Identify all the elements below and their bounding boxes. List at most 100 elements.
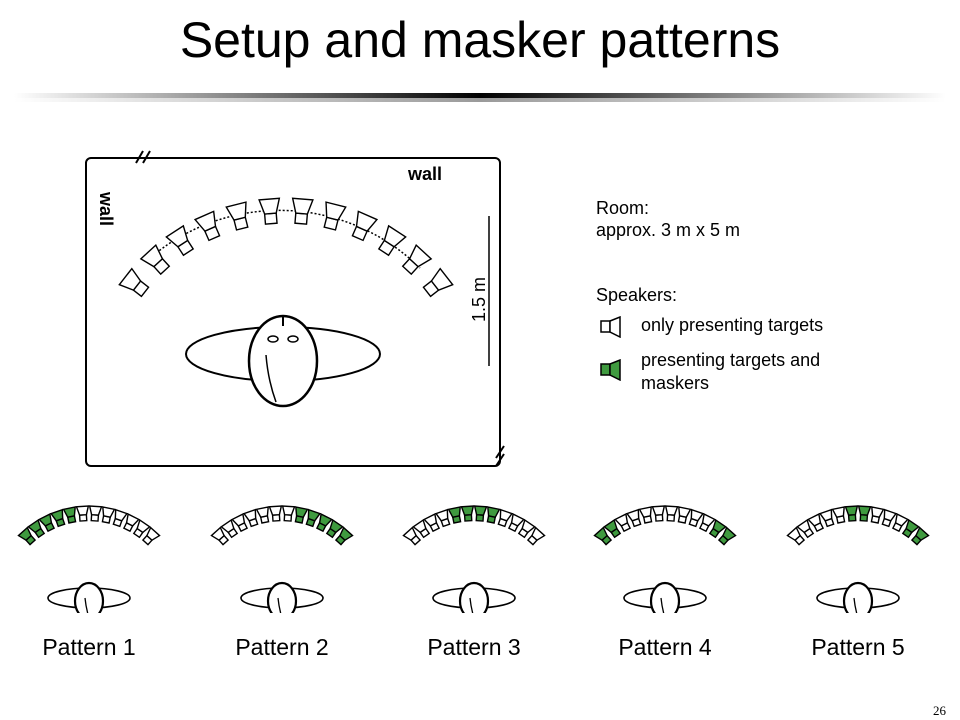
speaker-icon	[291, 197, 314, 225]
speaker-icon	[225, 201, 249, 231]
speaker-icon	[910, 526, 930, 546]
legend-targets-maskers-line1: presenting targets and	[641, 350, 821, 370]
speaker-icon	[193, 210, 221, 242]
speaker-icon	[473, 505, 488, 522]
speaker-icon	[423, 513, 441, 533]
speaker-icon	[62, 506, 77, 524]
speaker-icon	[141, 526, 161, 546]
speaker-icon	[460, 505, 475, 522]
speaker-icon	[88, 505, 103, 522]
speaker-icon	[807, 513, 825, 533]
speaker-icon	[651, 505, 666, 522]
speaker-icon	[497, 508, 514, 528]
speaker-icon	[27, 518, 46, 539]
speaker-icon	[614, 513, 632, 533]
speaker-icon	[75, 505, 90, 522]
speaker-icon	[891, 513, 909, 533]
speaker-icon	[638, 506, 653, 524]
speaker-icon	[210, 526, 230, 546]
wall-left-label: wall	[96, 191, 116, 226]
speaker-icon	[870, 506, 885, 524]
speaker-icon	[258, 197, 281, 225]
speaker-icon	[796, 518, 815, 539]
room-size: approx. 3 m x 5 m	[596, 220, 741, 240]
speaker-icon	[315, 513, 333, 533]
speaker-icon	[786, 526, 806, 546]
speaker-icon	[818, 508, 835, 528]
speaker-icon	[507, 513, 525, 533]
speaker-icon	[294, 506, 309, 524]
speaker-icon	[698, 513, 716, 533]
speaker-icon	[231, 513, 249, 533]
speaker-icon	[688, 508, 705, 528]
speaker-icon	[517, 518, 536, 539]
speaker-green-icon	[600, 359, 621, 381]
listener-head-icon	[185, 314, 381, 408]
speaker-icon	[881, 508, 898, 528]
pattern-5-label: Pattern 5	[811, 634, 905, 660]
speaker-icon	[17, 526, 37, 546]
speaker-icon	[101, 506, 116, 524]
pattern-4-diagram	[590, 495, 740, 613]
speaker-icon	[401, 243, 433, 276]
pattern-5-diagram	[783, 495, 933, 613]
speaker-icon	[708, 518, 727, 539]
pattern-2-diagram	[207, 495, 357, 613]
speaker-icon	[139, 243, 171, 276]
slide-title: Setup and masker patterns	[179, 12, 781, 68]
speaker-icon	[664, 505, 679, 522]
speaker-icon	[122, 513, 140, 533]
speaker-icon	[486, 506, 501, 524]
title-underline	[14, 93, 946, 102]
speaker-icon	[831, 506, 846, 524]
speaker-icon	[323, 201, 347, 231]
speaker-icon	[526, 526, 546, 546]
speaker-icon	[434, 508, 451, 528]
speaker-icon	[844, 505, 859, 522]
speaker-icon	[901, 518, 920, 539]
slide-number: 26	[933, 703, 946, 718]
speaker-icon	[351, 210, 379, 242]
speaker-icon	[220, 518, 239, 539]
speaker-icon	[593, 526, 613, 546]
speaker-icon	[268, 505, 283, 522]
pattern-1-diagram	[14, 495, 164, 613]
speaker-white-icon	[600, 316, 621, 338]
speaker-icon	[377, 224, 407, 257]
pattern-3-label: Pattern 3	[427, 634, 521, 660]
speaker-icon	[132, 518, 151, 539]
speaker-icon	[242, 508, 259, 528]
speaker-icon	[334, 526, 354, 546]
speaker-icon	[325, 518, 344, 539]
speaker-icon	[281, 505, 296, 522]
speaker-icon	[49, 508, 66, 528]
speaker-icon	[447, 506, 462, 524]
speaker-icon	[412, 518, 431, 539]
pattern-1-label: Pattern 1	[42, 634, 136, 660]
speaker-icon	[118, 267, 150, 298]
speaker-icon	[422, 267, 454, 298]
speaker-icon	[38, 513, 56, 533]
speaker-icon	[603, 518, 622, 539]
room-outline	[85, 157, 501, 467]
speaker-icon	[305, 508, 322, 528]
pattern-4-label: Pattern 4	[618, 634, 712, 660]
speaker-icon	[402, 526, 422, 546]
legend-targets-maskers-line2: maskers	[641, 373, 710, 393]
speaker-icon	[255, 506, 270, 524]
speaker-icon	[112, 508, 129, 528]
listener-head-icon	[816, 581, 900, 613]
speaker-icon	[677, 506, 692, 524]
listener-head-icon	[432, 581, 516, 613]
listener-head-icon	[240, 581, 324, 613]
wall-top-label: wall	[407, 164, 442, 184]
speaker-icon	[857, 505, 872, 522]
room-label: Room:	[596, 198, 650, 218]
pattern-2-label: Pattern 2	[235, 634, 329, 660]
distance-label: 1.5 m	[469, 277, 489, 322]
speakers-heading: Speakers:	[596, 285, 678, 305]
speaker-icon	[717, 526, 737, 546]
listener-head-icon	[47, 581, 131, 613]
room-diagram: wall wall 1.5 m	[85, 150, 505, 467]
pattern-3-diagram	[399, 495, 549, 613]
